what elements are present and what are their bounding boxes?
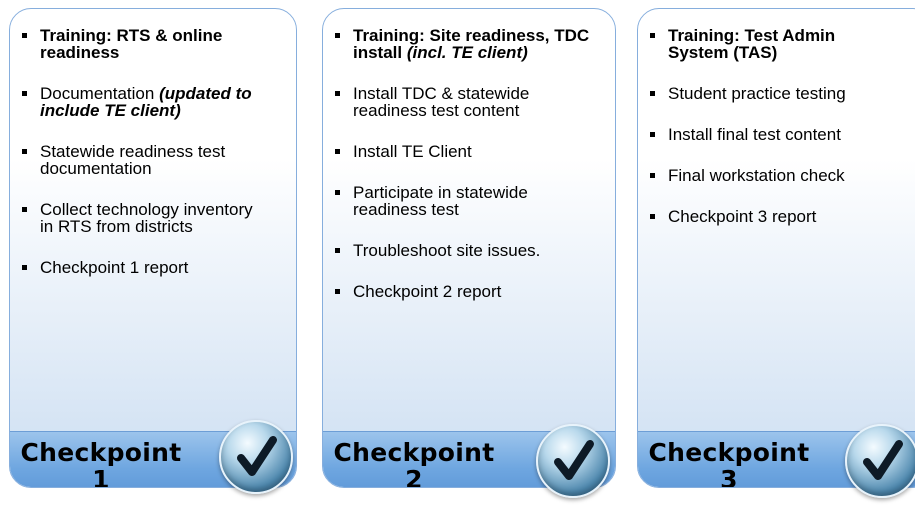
checkpoint-1-items: Training: RTS & online readiness Documen… bbox=[18, 19, 290, 276]
checkpoint-2-card: Training: Site readiness, TDC install (i… bbox=[322, 8, 616, 488]
checkpoint-3-items: Training: Test Admin System (TAS) Studen… bbox=[646, 19, 915, 225]
list-item: Statewide readiness test documentation bbox=[18, 143, 280, 177]
list-item: Install final test content bbox=[646, 126, 915, 143]
checkmark-icon bbox=[845, 424, 915, 498]
list-item: Troubleshoot site issues. bbox=[331, 242, 613, 259]
checkpoint-1-column: Training: RTS & online readiness Documen… bbox=[9, 0, 297, 513]
list-item: Install TE Client bbox=[331, 143, 593, 160]
checkpoint-3-label: Checkpoint 3 bbox=[648, 438, 810, 488]
list-item: Checkpoint 1 report bbox=[18, 259, 280, 276]
list-item: Participate in statewide readiness test bbox=[331, 184, 553, 218]
list-item: Checkpoint 2 report bbox=[331, 283, 593, 300]
list-item: Collect technology inventory in RTS from… bbox=[18, 201, 270, 235]
checkpoint-3-column: Training: Test Admin System (TAS) Studen… bbox=[637, 0, 915, 513]
checkpoint-2-label: Checkpoint 2 bbox=[333, 438, 495, 488]
checkpoint-1-label: Checkpoint 1 bbox=[20, 438, 182, 488]
list-item: Training: Test Admin System (TAS) bbox=[646, 27, 888, 61]
list-item: Install TDC & statewide readiness test c… bbox=[331, 85, 593, 119]
list-item: Training: RTS & online readiness bbox=[18, 27, 280, 61]
list-item: Training: Site readiness, TDC install (i… bbox=[331, 27, 605, 61]
list-item: Checkpoint 3 report bbox=[646, 208, 915, 225]
checkmark-icon bbox=[536, 424, 610, 498]
list-item: Documentation (updated to include TE cli… bbox=[18, 85, 280, 119]
checkmark-icon bbox=[219, 420, 293, 494]
checkpoint-1-card: Training: RTS & online readiness Documen… bbox=[9, 8, 297, 488]
list-item: Final workstation check bbox=[646, 167, 915, 184]
checkpoint-2-items: Training: Site readiness, TDC install (i… bbox=[331, 19, 609, 300]
checkpoint-3-card: Training: Test Admin System (TAS) Studen… bbox=[637, 8, 915, 488]
checkpoint-2-column: Training: Site readiness, TDC install (i… bbox=[322, 0, 616, 513]
list-item: Student practice testing bbox=[646, 85, 915, 102]
